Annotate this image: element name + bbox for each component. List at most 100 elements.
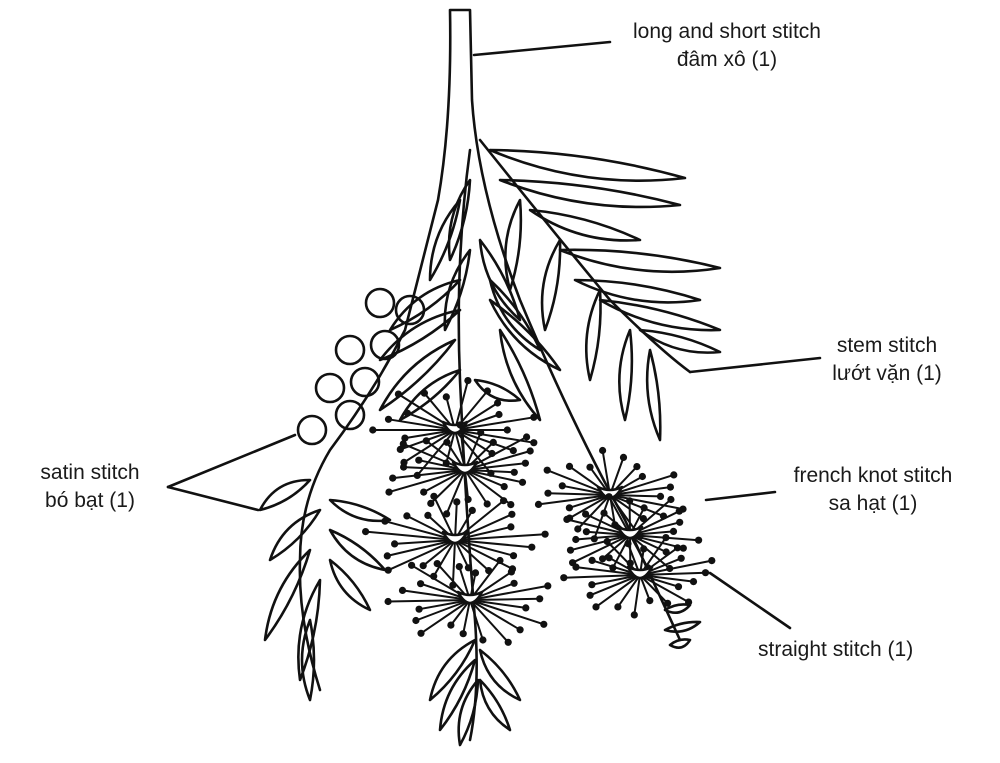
leaf: [575, 280, 700, 302]
french-knot: [522, 460, 529, 467]
french-knot: [417, 580, 424, 587]
french-knot: [369, 426, 376, 433]
french-knot: [494, 399, 501, 406]
straight-stitch: [453, 540, 455, 585]
french-knot: [415, 457, 422, 464]
label-french-en: french knot stitch: [778, 462, 968, 490]
french-knot: [384, 552, 391, 559]
french-knot: [417, 630, 424, 637]
french-knot: [469, 507, 476, 514]
french-knot: [639, 473, 646, 480]
leaf: [430, 640, 475, 700]
french-knot: [508, 511, 515, 518]
french-knot: [530, 439, 537, 446]
label-satin-vi: bó bạt (1): [20, 487, 160, 515]
leader-satin-1: [168, 435, 295, 487]
french-knot: [457, 421, 464, 428]
french-knot: [404, 410, 411, 417]
french-knot: [582, 510, 589, 517]
french-knot: [544, 490, 551, 497]
french-knot: [400, 440, 407, 447]
french-knot: [508, 568, 515, 575]
french-knot: [519, 479, 526, 486]
satin-circle: [298, 416, 326, 444]
french-knot: [544, 582, 551, 589]
label-satin-en: satin stitch: [20, 459, 160, 487]
french-knot: [507, 523, 514, 530]
french-knot: [586, 464, 593, 471]
french-knot: [510, 447, 517, 454]
french-knot: [510, 580, 517, 587]
french-knot: [464, 377, 471, 384]
french-knot: [572, 564, 579, 571]
french-knot: [599, 555, 606, 562]
french-knot: [572, 536, 579, 543]
french-knot: [620, 454, 627, 461]
leaf: [530, 210, 640, 240]
french-knot: [535, 501, 542, 508]
french-knot: [592, 603, 599, 610]
french-knot: [640, 545, 647, 552]
french-knot: [434, 560, 441, 567]
french-knot: [389, 475, 396, 482]
french-knot: [604, 538, 611, 545]
leaf: [480, 680, 510, 730]
leaf: [647, 350, 660, 440]
french-knot: [606, 554, 613, 561]
french-knot: [408, 562, 415, 569]
leaf: [600, 300, 720, 330]
french-knot: [460, 630, 467, 637]
leaves-group: [260, 150, 720, 745]
satin-circle: [336, 336, 364, 364]
leaf: [270, 510, 320, 560]
french-knot: [477, 429, 484, 436]
french-knot: [424, 512, 431, 519]
french-knot: [523, 433, 530, 440]
french-knot: [465, 496, 472, 503]
french-knot: [510, 552, 517, 559]
leaf: [330, 500, 390, 521]
french-knot: [559, 482, 566, 489]
french-knot: [420, 562, 427, 569]
french-knot: [416, 606, 423, 613]
label-straight-en: straight stitch (1): [758, 636, 958, 664]
leaf: [665, 622, 700, 632]
label-long-short: long and short stitch đâm xô (1): [612, 18, 842, 74]
leaf: [542, 240, 560, 330]
french-knot: [443, 393, 450, 400]
french-knot: [599, 447, 606, 454]
leaf: [260, 480, 310, 510]
french-knot: [391, 540, 398, 547]
leaf: [490, 150, 685, 181]
french-knot: [500, 497, 507, 504]
leader-straight: [710, 573, 790, 628]
french-knot: [423, 437, 430, 444]
french-knot: [588, 581, 595, 588]
leaf: [500, 180, 680, 207]
french-knot: [420, 489, 427, 496]
french-knot: [589, 557, 596, 564]
french-knot: [641, 504, 648, 511]
french-knot: [362, 528, 369, 535]
french-knot: [536, 595, 543, 602]
french-knot: [600, 509, 607, 516]
french-knot: [626, 497, 633, 504]
french-knot: [646, 597, 653, 604]
label-satin: satin stitch bó bạt (1): [20, 459, 160, 515]
french-knot: [631, 611, 638, 618]
french-knot: [676, 508, 683, 515]
french-knot: [587, 592, 594, 599]
straight-stitch: [470, 599, 540, 600]
french-knot: [624, 540, 631, 547]
french-knot: [490, 439, 497, 446]
french-knot: [675, 583, 682, 590]
leaf: [265, 550, 310, 640]
label-long-short-en: long and short stitch: [612, 18, 842, 46]
french-knot: [667, 484, 674, 491]
french-knot: [484, 500, 491, 507]
french-knot: [574, 525, 581, 532]
french-knot: [530, 414, 537, 421]
french-knot: [566, 504, 573, 511]
french-knot: [421, 390, 428, 397]
french-knot: [465, 564, 472, 571]
